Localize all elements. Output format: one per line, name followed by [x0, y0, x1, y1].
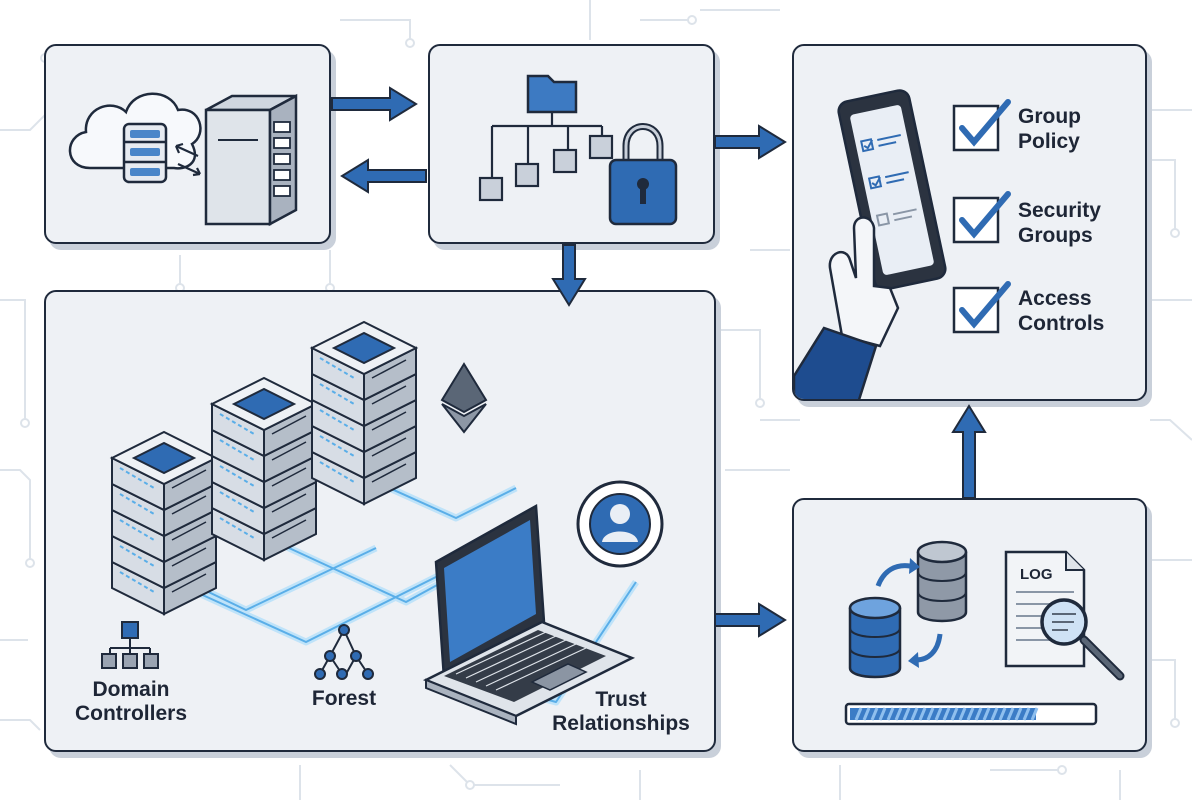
database-icon	[848, 596, 902, 679]
database-sync-icon	[848, 540, 968, 679]
hand-icon	[794, 216, 900, 399]
org-tree-icon	[478, 112, 614, 202]
magnifier-icon	[1040, 598, 1125, 681]
log-label: LOG	[1020, 566, 1053, 583]
arrow-up	[951, 404, 987, 499]
arrow-right-top-1	[331, 86, 418, 122]
network-panel: Domain Controllers Forest Trust Relation…	[44, 290, 716, 752]
caption-domain-controllers: Domain Controllers	[74, 678, 187, 725]
server-stack-icon	[209, 376, 319, 562]
progress-bar	[844, 702, 1098, 726]
hierarchy-icon	[101, 621, 159, 669]
laptop-icon	[422, 503, 636, 726]
ethereum-diamond-icon	[440, 362, 488, 434]
arrow-down	[551, 244, 587, 307]
directory-panel	[428, 44, 715, 244]
folder-icon	[526, 74, 578, 114]
checkbox-access-controls	[952, 281, 1011, 334]
tablet-checklist-icon	[837, 89, 947, 291]
caption-forest: Forest	[311, 687, 377, 710]
server-stack-icon	[109, 430, 219, 616]
arrow-right-top-2	[714, 124, 787, 160]
server-rack-icon	[204, 93, 298, 227]
padlock-icon	[608, 123, 678, 226]
checkbox-group-policy	[952, 99, 1011, 152]
sync-arrows-icon	[174, 142, 201, 177]
checkbox-security-groups	[952, 191, 1011, 244]
arrow-left-top	[340, 158, 427, 194]
arrow-right-bottom	[714, 602, 787, 638]
infrastructure-panel	[44, 44, 331, 244]
database-icon	[916, 540, 968, 623]
backup-panel: LOG	[792, 498, 1147, 752]
server-stack-icon	[309, 320, 419, 506]
database-icon	[122, 122, 168, 184]
user-avatar-icon	[576, 480, 664, 568]
caption-trust-relationships: Trust Relationships	[552, 688, 690, 735]
forest-graph-icon	[314, 624, 374, 680]
